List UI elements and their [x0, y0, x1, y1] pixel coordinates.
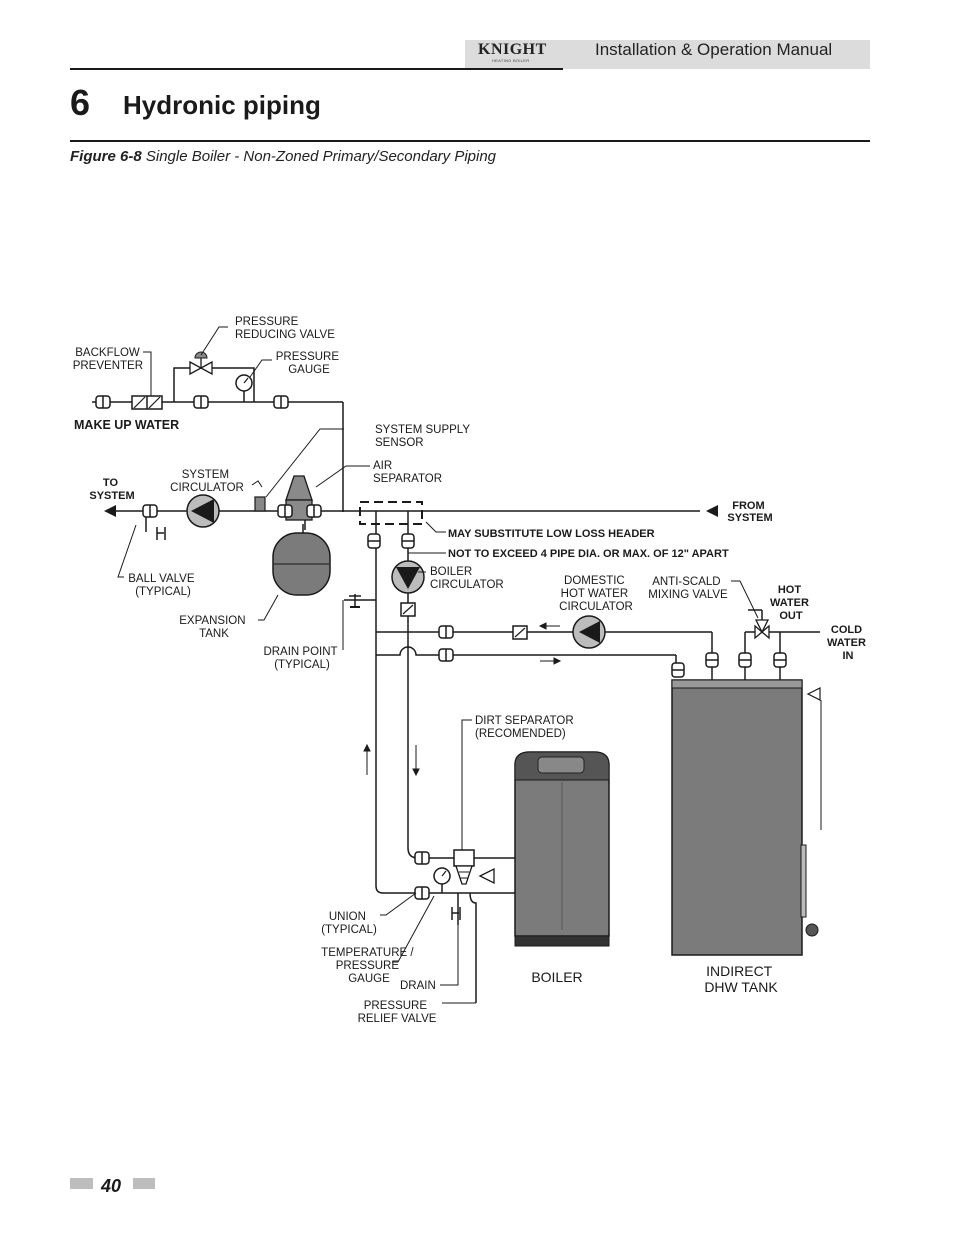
- backflow-preventer-icon: [131, 395, 163, 410]
- label-temp-pressure-gauge: TEMPERATURE / PRESSURE GAUGE: [321, 947, 417, 985]
- page-number: 40: [101, 1176, 122, 1196]
- boiler-icon: [514, 751, 610, 947]
- drain-valve-icon: [451, 907, 461, 920]
- from-system-arrow-icon: [706, 505, 718, 517]
- label-pipe-spacing: NOT TO EXCEED 4 PIPE DIA. OR MAX. OF 12"…: [448, 548, 729, 560]
- label-system-circulator: SYSTEM CIRCULATOR: [170, 469, 244, 494]
- dhw-check-valve-icon: [512, 625, 528, 640]
- chapter-rule: [70, 140, 870, 142]
- dhw-union-1: [438, 625, 454, 639]
- chapter-number: 6: [70, 82, 91, 123]
- tank-union-3: [738, 652, 752, 668]
- label-indirect-dhw-tank: INDIRECT DHW TANK: [704, 963, 778, 995]
- tank-union-1: [671, 662, 685, 678]
- tank-union-4: [773, 652, 787, 668]
- loop-union-1: [367, 533, 381, 549]
- label-low-loss-header: MAY SUBSTITUTE LOW LOSS HEADER: [448, 528, 655, 540]
- boiler-loop-pipes: [344, 511, 820, 1003]
- makeup-union-3: [273, 395, 289, 409]
- label-boiler-circulator: BOILER CIRCULATOR: [430, 566, 504, 591]
- label-dirt-separator: DIRT SEPARATOR (RECOMENDED): [475, 715, 577, 740]
- loop-union-2: [401, 533, 415, 549]
- label-drain-point: DRAIN POINT (TYPICAL): [263, 646, 340, 671]
- label-make-up-water: MAKE UP WATER: [74, 418, 179, 432]
- expansion-tank-icon: [272, 524, 331, 596]
- label-hot-water-out: HOT WATER OUT: [770, 584, 812, 622]
- label-dhw-circulator: DOMESTIC HOT WATER CIRCULATOR: [559, 575, 633, 613]
- header-bar: [465, 40, 870, 69]
- label-ball-valve: BALL VALVE (TYPICAL): [128, 573, 197, 598]
- knight-logo: KNIGHT: [478, 41, 547, 58]
- label-from-system: FROM SYSTEM: [727, 500, 772, 524]
- relief-valve-icon: [478, 867, 495, 885]
- low-loss-header-box: [359, 501, 423, 525]
- dhw-union-2: [438, 648, 454, 662]
- dhw-circulator-icon: [572, 615, 606, 649]
- temperature-pressure-gauge-icon: [433, 867, 451, 893]
- dirt-separator-icon: [453, 849, 475, 885]
- to-system-arrow-icon: [104, 505, 116, 517]
- manual-title: Installation & Operation Manual: [595, 40, 833, 59]
- ball-valve-icon: [156, 527, 166, 540]
- boiler-union-1: [414, 851, 430, 865]
- figure-caption-text: Single Boiler - Non-Zoned Primary/Second…: [145, 148, 497, 165]
- drain-point-icon: [349, 594, 361, 608]
- label-air-separator: AIR SEPARATOR: [373, 460, 442, 485]
- label-backflow-preventer: BACKFLOW PREVENTER: [73, 347, 143, 372]
- makeup-union-2: [193, 395, 209, 409]
- figure-label: Figure 6-8: [70, 148, 142, 165]
- tank-union-2: [705, 652, 719, 668]
- label-expansion-tank: EXPANSION TANK: [179, 615, 248, 640]
- knight-logo-subtitle: HEATING BOILER: [492, 58, 530, 63]
- label-union: UNION (TYPICAL): [321, 911, 377, 936]
- header-rule: [70, 68, 563, 70]
- makeup-union-1: [95, 395, 111, 409]
- label-system-supply-sensor: SYSTEM SUPPLY SENSOR: [375, 424, 473, 449]
- boiler-circulator-icon: [391, 560, 425, 594]
- label-pressure-reducing-valve: PRESSURE REDUCING VALVE: [235, 316, 335, 341]
- anti-scald-valve-icon: [748, 609, 770, 640]
- boiler-union-2: [414, 886, 430, 900]
- pressure-gauge-icon: [235, 374, 253, 392]
- system-circulator-icon: [186, 494, 220, 528]
- label-boiler: BOILER: [531, 969, 582, 985]
- figure-caption: Figure 6-8 Single Boiler - Non-Zoned Pri…: [70, 148, 496, 165]
- diagram-labels: PRESSURE REDUCING VALVE BACKFLOW PREVENT…: [73, 316, 869, 1025]
- label-pressure-relief-valve: PRESSURE RELIEF VALVE: [358, 1000, 437, 1025]
- label-drain: DRAIN: [400, 980, 436, 992]
- label-anti-scald: ANTI-SCALD MIXING VALVE: [648, 576, 728, 601]
- supply-union: [142, 504, 158, 518]
- system-supply-sensor-icon: [254, 496, 266, 512]
- chapter-title: Hydronic piping: [123, 90, 321, 120]
- label-leaders: [117, 428, 759, 1004]
- label-pressure-gauge: PRESSURE GAUGE: [276, 351, 342, 376]
- page-bar-right: [133, 1178, 155, 1189]
- flow-arrows: [363, 622, 822, 830]
- indirect-dhw-tank-icon: [671, 679, 821, 956]
- air-separator-icon: [277, 475, 322, 521]
- label-cold-water-in: COLD WATER IN: [827, 624, 869, 662]
- pressure-reducing-valve-icon: [189, 351, 213, 376]
- page-bar-left: [70, 1178, 93, 1189]
- makeup-leaders: [143, 326, 272, 396]
- check-valve-icon: [400, 602, 416, 617]
- label-to-system: TO SYSTEM: [89, 477, 134, 502]
